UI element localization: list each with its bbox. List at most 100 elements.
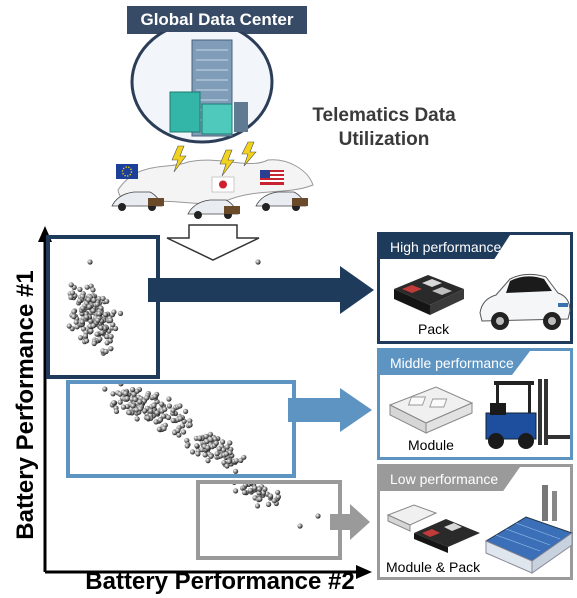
scatter-point bbox=[90, 287, 96, 293]
scatter-point bbox=[83, 314, 90, 320]
module-caption: Module bbox=[408, 437, 454, 453]
scatter-point bbox=[220, 439, 226, 445]
scatter-point bbox=[175, 427, 181, 433]
scatter-point bbox=[90, 308, 96, 314]
scatter-point bbox=[68, 294, 74, 300]
scatter-point bbox=[205, 445, 211, 451]
scatter-point bbox=[97, 336, 103, 342]
scatter-point bbox=[96, 311, 102, 317]
scatter-point bbox=[88, 318, 94, 324]
scatter-point bbox=[104, 340, 110, 346]
scatter-point bbox=[166, 403, 172, 409]
module-and-pack-icon bbox=[386, 504, 480, 553]
scatter-point bbox=[71, 314, 77, 320]
scatter-point bbox=[161, 425, 167, 432]
scatter-point bbox=[156, 426, 162, 432]
scatter-point bbox=[90, 323, 96, 329]
scatter-point bbox=[224, 463, 230, 469]
scatter-point bbox=[71, 309, 77, 315]
scatter-point bbox=[159, 401, 165, 407]
scatter-point bbox=[154, 410, 160, 416]
scatter-point bbox=[123, 390, 129, 397]
scatter-point bbox=[102, 312, 109, 318]
scatter-point bbox=[176, 432, 182, 438]
scatter-point bbox=[134, 388, 140, 394]
battery-module-icon bbox=[388, 386, 474, 434]
scatter-point bbox=[94, 301, 100, 307]
scatter-point bbox=[223, 451, 229, 457]
scatter-point bbox=[207, 431, 213, 437]
scatter-point bbox=[113, 408, 120, 414]
scatter-point bbox=[247, 487, 254, 493]
scatter-point bbox=[220, 447, 227, 453]
scatter-point bbox=[165, 414, 172, 421]
lightning-icon bbox=[171, 141, 257, 177]
middle-performance-panel: Middle performance Module bbox=[377, 348, 573, 460]
high-performance-cluster-box bbox=[46, 235, 160, 379]
x-axis bbox=[45, 565, 372, 579]
scatter-point bbox=[145, 415, 151, 421]
scatter-point bbox=[91, 297, 97, 303]
scatter-point bbox=[151, 402, 157, 409]
high-performance-panel: High performance Pack bbox=[377, 232, 573, 344]
scatter-point bbox=[257, 496, 263, 502]
scatter-point bbox=[108, 333, 114, 340]
telematics-data-utilization-label: Telematics Data Utilization bbox=[312, 105, 456, 150]
scatter-point bbox=[233, 468, 239, 474]
scatter-point bbox=[98, 325, 104, 331]
scatter-point bbox=[130, 403, 136, 409]
scatter-point bbox=[214, 451, 220, 457]
eu-flag-icon bbox=[116, 164, 138, 179]
middle-performance-header: Middle performance bbox=[380, 351, 530, 375]
scatter-point bbox=[124, 396, 130, 402]
scatter-point bbox=[82, 333, 89, 339]
scatter-point bbox=[87, 259, 93, 265]
scatter-point bbox=[203, 433, 209, 439]
scatter-point bbox=[66, 323, 72, 329]
scatter-point bbox=[86, 304, 92, 310]
electric-car-icon bbox=[255, 191, 308, 211]
scatter-point bbox=[194, 443, 200, 449]
electric-car-icon bbox=[187, 199, 240, 219]
scatter-point bbox=[184, 443, 190, 449]
scatter-point bbox=[271, 498, 277, 504]
scatter-point bbox=[252, 485, 258, 491]
us-flag-icon bbox=[260, 170, 284, 185]
scatter-point bbox=[315, 513, 321, 519]
low-performance-header: Low performance bbox=[380, 467, 520, 491]
scatter-point bbox=[68, 282, 74, 288]
scatter-point bbox=[111, 309, 117, 315]
scatter-point bbox=[111, 400, 117, 406]
scatter-point bbox=[130, 386, 136, 393]
scatter-point bbox=[88, 328, 94, 334]
scatter-point bbox=[187, 422, 193, 428]
battery-scatter-points bbox=[66, 259, 321, 529]
scatter-point bbox=[195, 451, 201, 457]
scatter-point bbox=[110, 391, 116, 397]
scatter-point bbox=[221, 460, 227, 466]
global-data-center-title: Global Data Center bbox=[127, 6, 307, 34]
scatter-point bbox=[120, 404, 127, 410]
scatter-point bbox=[80, 326, 87, 332]
scatter-point bbox=[275, 489, 281, 495]
scatter-point bbox=[189, 449, 196, 455]
scatter-point bbox=[202, 452, 208, 458]
scatter-point bbox=[134, 416, 140, 422]
scatter-point bbox=[117, 399, 123, 405]
high-performance-arrow-icon bbox=[148, 266, 374, 314]
scatter-point bbox=[204, 438, 210, 445]
scatter-point bbox=[94, 331, 100, 337]
scatter-point bbox=[84, 284, 90, 290]
scatter-point bbox=[91, 340, 97, 347]
scatter-point bbox=[216, 446, 222, 452]
scatter-point bbox=[170, 407, 176, 413]
scatter-point bbox=[102, 386, 108, 392]
scatter-point bbox=[224, 444, 230, 450]
scatter-point bbox=[197, 435, 203, 441]
scatter-point bbox=[170, 417, 176, 424]
low-performance-arrow-icon bbox=[330, 504, 370, 540]
scatter-point bbox=[177, 403, 183, 409]
scatter-point bbox=[254, 503, 261, 509]
forklift-icon bbox=[485, 379, 570, 449]
scatter-point bbox=[110, 322, 116, 328]
